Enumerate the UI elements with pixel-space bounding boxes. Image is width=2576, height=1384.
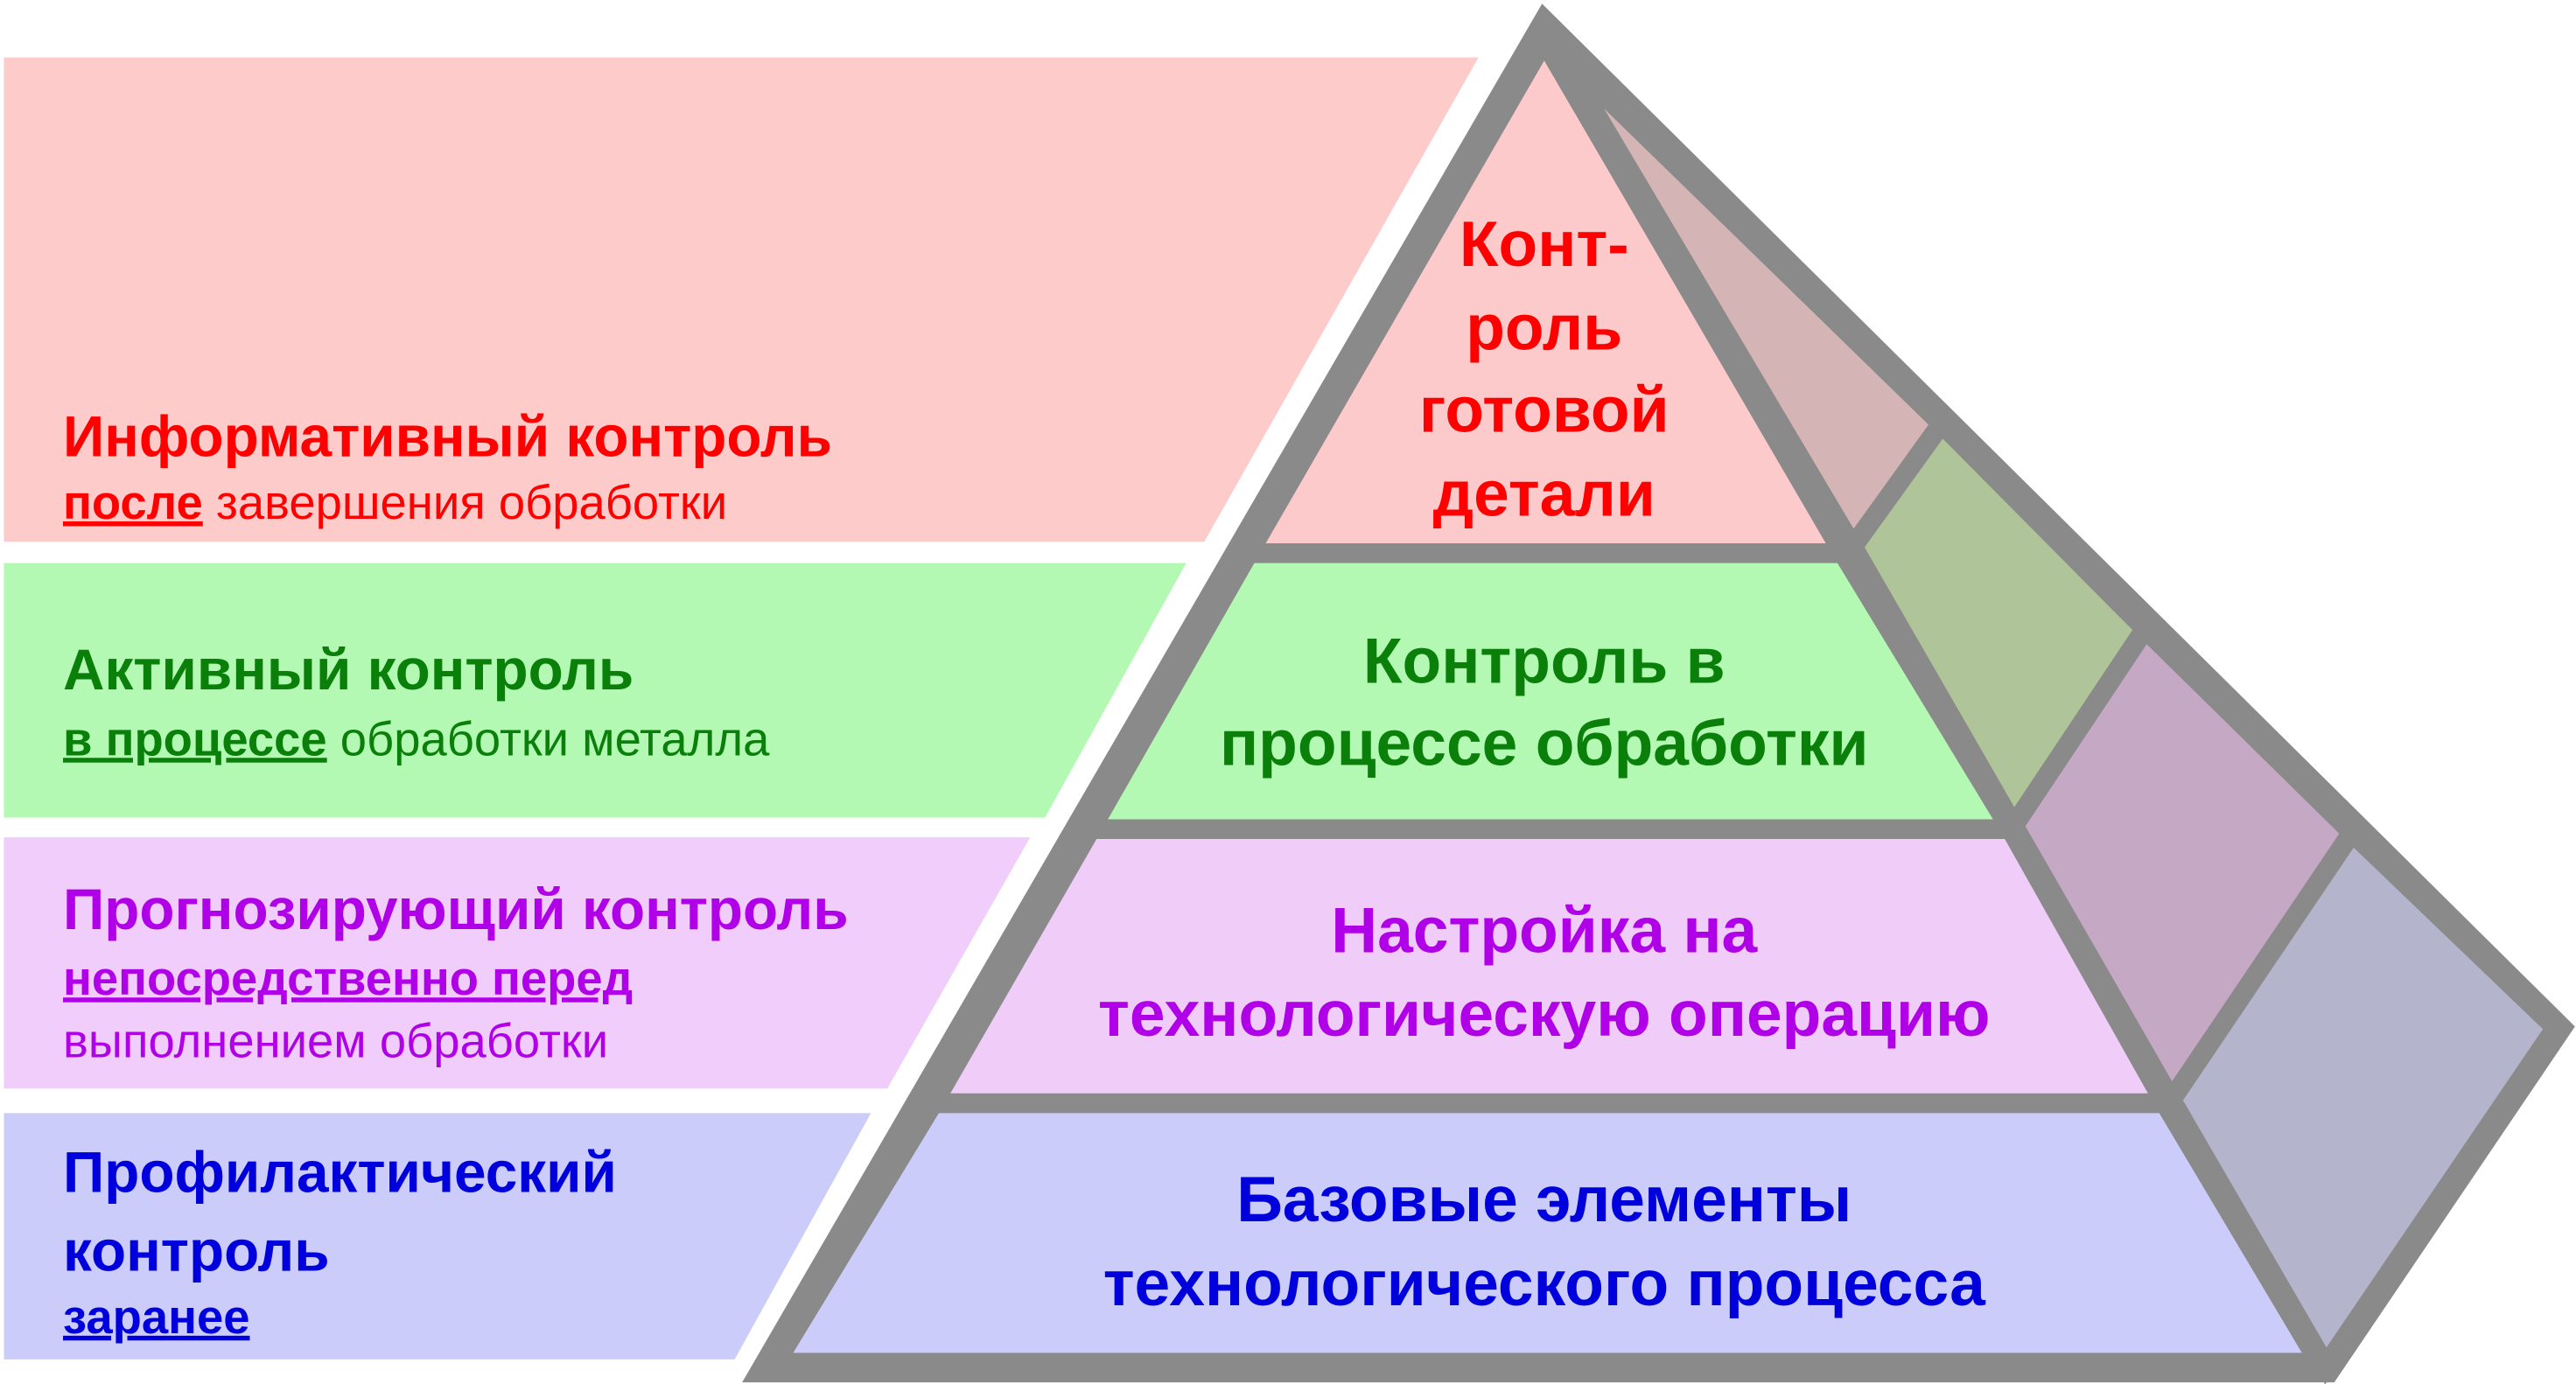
panel-preventive — [4, 1113, 872, 1360]
predictive-title: Прогнозирующий контроль — [63, 877, 849, 941]
panel-predictive — [4, 837, 1031, 1089]
informative-title: Информативный контроль — [63, 405, 832, 469]
active-sub: в процессе обработки металла — [63, 712, 770, 765]
pyramid-text-finished-1: Конт- — [1460, 208, 1629, 280]
pyramid-text-process-1: Контроль в — [1363, 626, 1726, 697]
pyramid-text-finished-3: готовой — [1419, 374, 1670, 446]
informative-sub: после завершения обработки — [63, 476, 727, 529]
predictive-sub-rest: выполнением обработки — [63, 1015, 608, 1068]
pyramid-text-finished-4: детали — [1433, 458, 1656, 529]
preventive-sub: заранее — [63, 1290, 249, 1344]
panel-informative — [4, 57, 1479, 542]
predictive-sub-underlined: непосредственно перед — [63, 952, 633, 1005]
pyramid-text-setup-2: технологическую операцию — [1098, 978, 1990, 1050]
preventive-title-2: контроль — [63, 1220, 330, 1283]
pyramid-front — [758, 21, 2337, 1373]
pyramid-text-base-2: технологического процесса — [1103, 1248, 1986, 1319]
pyramid-text-setup-1: Настройка на — [1331, 894, 1758, 966]
active-title: Активный контроль — [63, 638, 634, 702]
pyramid-outline — [742, 3, 2575, 1383]
panel-active — [4, 563, 1186, 818]
pyramid-text-finished-2: роль — [1466, 292, 1622, 364]
pyramid-text-base-1: Базовые элементы — [1236, 1164, 1852, 1235]
preventive-title-1: Профилактический — [63, 1140, 617, 1204]
pyramid-text-process-2: процессе обработки — [1220, 708, 1869, 779]
